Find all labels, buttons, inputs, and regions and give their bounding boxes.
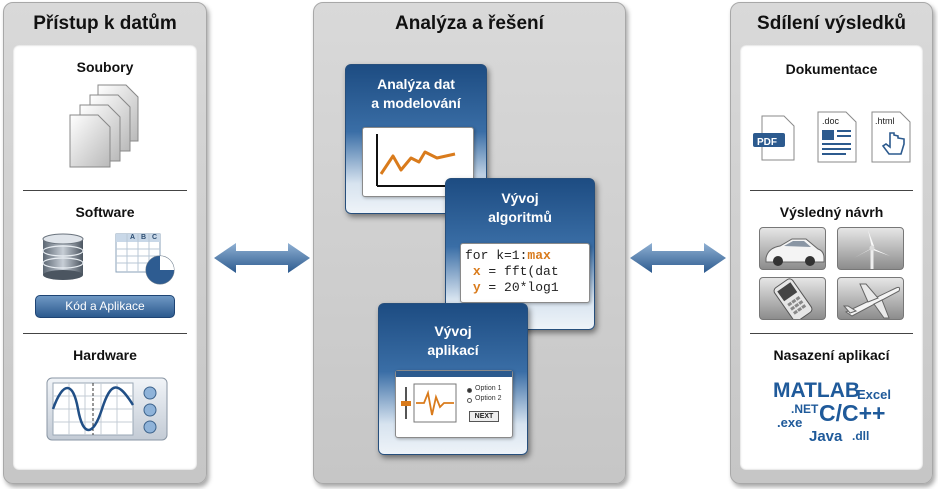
card-title-line2: aplikací xyxy=(427,342,479,358)
card-title-line2: a modelování xyxy=(371,95,461,111)
pdf-document-icon xyxy=(753,115,795,161)
wind-turbine-tile xyxy=(837,227,904,270)
double-arrow-left-icon xyxy=(214,243,310,273)
data-access-content: Soubory Software xyxy=(13,45,197,470)
app-plot-icon xyxy=(401,383,457,423)
card-title-line1: Analýza dat xyxy=(377,76,455,92)
results-sharing-title: Sdílení výsledků xyxy=(757,13,906,34)
exe-logo: .exe xyxy=(777,415,803,430)
doc-document-icon xyxy=(817,111,857,163)
phone-icon xyxy=(773,278,813,319)
airplane-tile xyxy=(837,277,904,320)
code-line-3: y = 20*log1 xyxy=(472,280,559,295)
code-line-1: for k=1:max xyxy=(465,248,551,263)
matlab-logo: MATLAB xyxy=(773,379,861,402)
option-1-radio[interactable] xyxy=(467,388,472,393)
option-1-label: Option 1 xyxy=(475,385,502,392)
data-access-title: Přístup k datům xyxy=(33,13,177,34)
database-icon xyxy=(42,233,84,280)
divider xyxy=(750,190,913,191)
software-heading: Software xyxy=(75,204,135,220)
cpp-logo: C/C++ xyxy=(819,400,886,426)
divider xyxy=(23,333,187,334)
app-window-frame: Option 1 Option 2 NEXT xyxy=(395,370,513,438)
car-icon xyxy=(765,238,825,266)
spreadsheet-icon xyxy=(115,233,175,285)
dotnet-logo: .NET xyxy=(791,402,819,416)
phone-tile xyxy=(759,277,826,320)
html-document-icon xyxy=(871,111,911,163)
oscilloscope-icon xyxy=(46,377,168,441)
application-deployment-heading: Nasazení aplikací xyxy=(773,347,890,363)
doc-label: .doc xyxy=(822,116,840,126)
card-title-line2: algoritmů xyxy=(488,209,552,225)
hardware-heading: Hardware xyxy=(73,347,137,363)
documentation-heading: Dokumentace xyxy=(785,61,878,77)
option-2-label: Option 2 xyxy=(475,395,502,402)
app-titlebar xyxy=(396,371,512,377)
divider xyxy=(23,190,187,191)
results-sharing-content: Dokumentace PDF .doc .html Výsledný návr… xyxy=(740,45,923,470)
final-design-heading: Výsledný návrh xyxy=(779,204,884,220)
code-and-applications-button[interactable]: Kód a Aplikace xyxy=(35,295,175,318)
dll-logo: .dll xyxy=(852,429,870,443)
html-label: .html xyxy=(875,116,895,126)
option-2-radio[interactable] xyxy=(467,398,472,403)
files-icon xyxy=(69,84,139,168)
column-b-label: B xyxy=(141,234,147,241)
code-frame: for k=1:max x = fft(dat y = 20*log1 xyxy=(460,243,590,303)
airplane-icon xyxy=(842,283,901,319)
double-arrow-right-icon xyxy=(630,243,726,273)
java-logo: Java xyxy=(809,428,843,445)
column-c-label: C xyxy=(152,234,158,241)
excel-logo: Excel xyxy=(857,387,891,402)
analysis-title: Analýza a řešení xyxy=(395,13,544,34)
next-button[interactable]: NEXT xyxy=(469,411,499,422)
card-title-line1: Vývoj xyxy=(434,323,472,339)
pdf-label: PDF xyxy=(757,137,777,148)
card-title-line1: Vývoj xyxy=(501,190,539,206)
divider xyxy=(750,333,913,334)
wind-turbine-icon xyxy=(854,230,890,269)
files-heading: Soubory xyxy=(76,59,134,75)
car-tile xyxy=(759,227,826,270)
code-line-2: x = fft(dat xyxy=(472,264,559,279)
chart-frame xyxy=(362,127,474,197)
results-sharing-panel: Sdílení výsledků Dokumentace PDF .doc .h… xyxy=(730,2,933,484)
data-access-panel: Přístup k datům Soubory Software xyxy=(3,2,207,484)
column-a-label: A xyxy=(130,234,136,241)
card-application-development: Vývoj aplikací Option 1 Option 2 NEXT xyxy=(378,303,528,455)
